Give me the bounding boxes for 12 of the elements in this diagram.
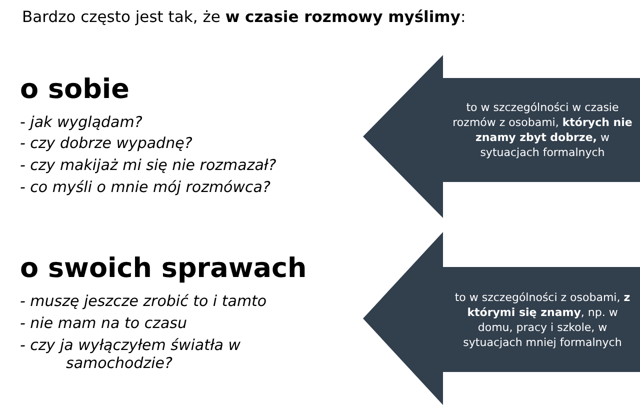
list-item: - nie mam na to czasu <box>20 314 187 332</box>
section-heading: o swoich sprawach <box>20 253 307 284</box>
arrow-text: to w szczególności z osobami, z którymi się znamy, np. w domu, pracy i szkole, w sytuacjach mniej formalnych <box>454 290 632 350</box>
arrow-text: to w szczególności w czasie rozmów z osobami, których nie znamy zbyt dobrze, w sytuacjach formalnych <box>452 100 634 160</box>
list-item: - czy dobrze wypadnę? <box>20 134 192 152</box>
list-item: - muszę jeszcze zrobić to i tamto <box>20 292 267 310</box>
list-item: - co myśli o mnie mój rozmówca? <box>20 178 270 196</box>
list-item: - czy ja wyłączyłem światła w samochodzie? <box>20 336 242 372</box>
list-item: - jak wyglądam? <box>20 113 142 131</box>
list-item: - czy makijaż mi się nie rozmazał? <box>20 156 276 174</box>
section-heading: o sobie <box>20 74 130 105</box>
heading-text: Bardzo często jest tak, że w czasie rozmowy myślimy: <box>22 8 466 26</box>
